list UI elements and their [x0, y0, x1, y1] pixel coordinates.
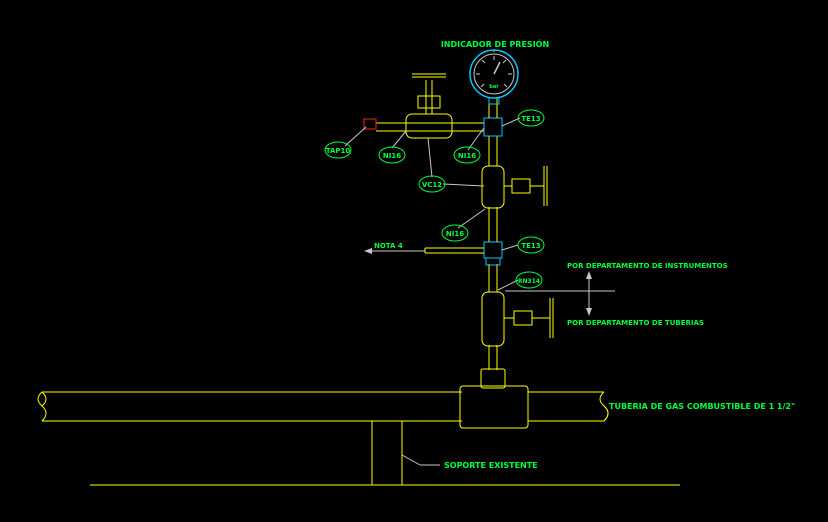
existing-support	[90, 421, 680, 486]
main-gas-pipe	[37, 391, 609, 422]
main-tee-fitting	[459, 368, 529, 429]
label-tee-1: TE13	[521, 115, 540, 123]
label-nota: NOTA 4	[374, 242, 403, 250]
pressure-gauge-icon: bar	[469, 49, 519, 105]
label-support: SOPORTE EXISTENTE	[444, 461, 538, 470]
label-tapon: TAP10	[326, 147, 351, 155]
label-niple-2: NI16	[458, 152, 476, 160]
label-niple-1: NI16	[383, 152, 401, 160]
label-main-pipe: TUBERIA DE GAS COMBUSTIBLE DE 1 1/2"	[609, 402, 795, 411]
gauge-title: INDICADOR DE PRESIÓN	[441, 38, 549, 49]
leader-lines	[344, 50, 615, 466]
label-bubbles	[324, 109, 545, 289]
label-dept-instrumentos: POR DEPARTAMENTO DE INSTRUMENTOS	[567, 262, 728, 270]
label-tee-2: TE13	[521, 242, 540, 250]
label-valve: VC12	[422, 181, 442, 189]
label-niple-reductor: RN314	[518, 278, 540, 285]
gauge-unit: bar	[489, 84, 499, 90]
label-dept-tuberias: POR DEPARTAMENTO DE TUBERIAS	[567, 319, 704, 327]
label-niple-3: NI16	[446, 230, 464, 238]
